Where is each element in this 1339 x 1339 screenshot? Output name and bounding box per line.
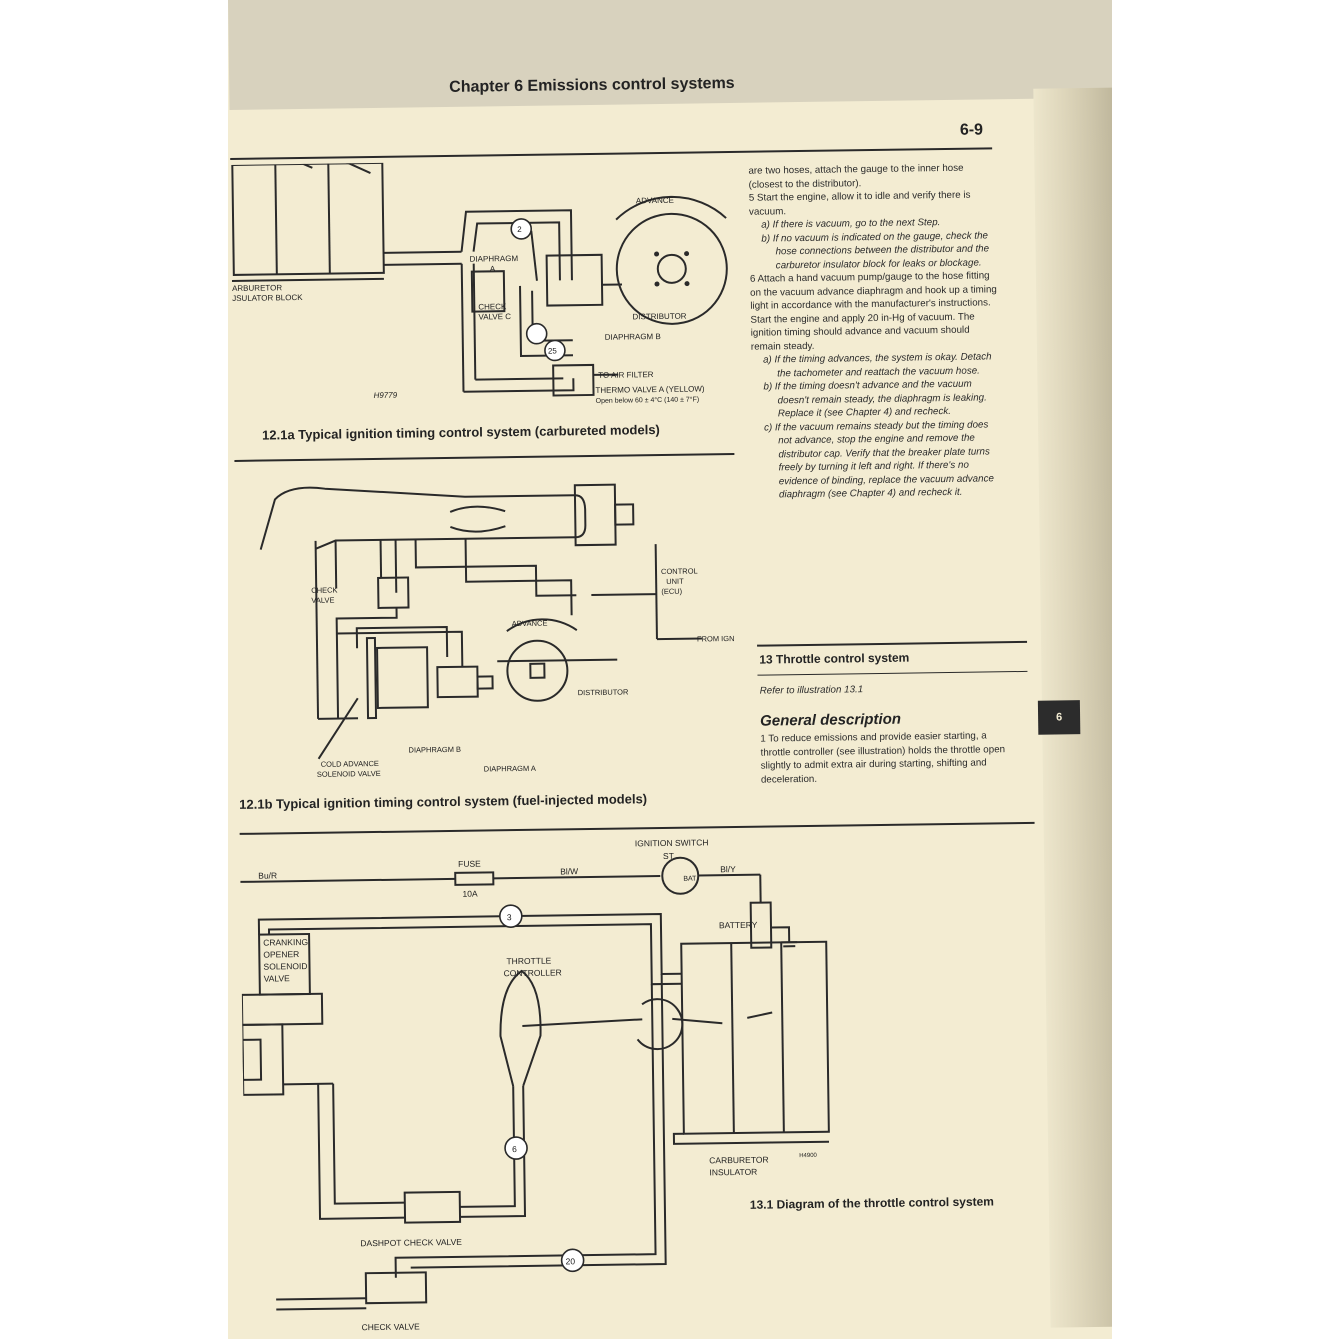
fig-a-diaphragm-a-label: DIAPHRAGM [470, 254, 519, 264]
fig-a-thermo-valve-label: THERMO VALVE A (YELLOW) [595, 384, 705, 395]
figure-a-separator [234, 452, 735, 462]
fig-b-control-unit-label: CONTROL [661, 566, 698, 576]
hose-number-2: 2 [517, 225, 522, 234]
fig-a-air-filter-label: TO AIR FILTER [598, 370, 654, 380]
fig-b-advance-label: ADVANCE [512, 619, 548, 628]
figure-13-1-diagram: 3 6 20 IGNITION SWITCH ST BAT FUSE 10A B… [240, 837, 830, 1332]
fig-a-check-valve-label: CHECK [478, 302, 507, 311]
fig-a-carb-block-label-2: JSULATOR BLOCK [232, 293, 303, 303]
cranking-label-1: CRANKING [263, 937, 308, 948]
fig-b-control-unit-label-3: (ECU) [661, 587, 682, 596]
step-5b: b) If no vacuum is indicated on the gaug… [761, 229, 990, 271]
cranking-label-2: OPENER [263, 949, 299, 960]
right-text-column: are two hoses, attach the gauge to the i… [748, 161, 1003, 502]
check-valve-label: CHECK VALVE [361, 1321, 420, 1332]
fig-b-diaphragm-b-label: DIAPHRAGM B [408, 745, 461, 755]
fig-b-cold-advance-label: COLD ADVANCE [321, 759, 379, 769]
step-6a: a) If the timing advances, the system is… [763, 351, 992, 379]
cranking-label-4: VALVE [264, 973, 291, 983]
carb-insulator-label: CARBURETOR [709, 1155, 768, 1166]
wire-bi-y-label: Bl/Y [720, 864, 736, 874]
fig-a-code: H9779 [373, 391, 397, 400]
fig-a-carb-block-label: ARBURETOR [232, 283, 282, 293]
carb-insulator-label-2: INSULATOR [709, 1167, 757, 1178]
refer-illustration: Refer to illustration 13.1 [759, 684, 864, 697]
fig-b-from-ign-label: FROM IGN 1 [697, 634, 739, 644]
ignition-switch-label: IGNITION SWITCH [635, 837, 709, 848]
chapter-tab-marker: 6 [1037, 700, 1081, 735]
fig-b-diaphragm-a-label: DIAPHRAGM A [484, 764, 536, 774]
section-rule [757, 640, 1028, 647]
fig-b-check-valve-label: CHECK [311, 586, 337, 595]
step-6b: b) If the timing doesn't advance and the… [763, 378, 987, 420]
fuse-rating-label: 10A [462, 889, 478, 899]
paragraph-1: 1 To reduce emissions and provide easier… [760, 730, 1006, 786]
hose-number-25: 25 [548, 346, 558, 355]
dashpot-check-valve-label: DASHPOT CHECK VALVE [360, 1237, 462, 1248]
figure-12-1b-diagram: CHECK VALVE CONTROL UNIT (ECU) ADVANCE F… [259, 483, 739, 779]
fig-b-distributor-label: DISTRIBUTOR [578, 687, 629, 697]
figure-b-separator [239, 821, 1035, 835]
fig-b-check-valve-label-2: VALVE [311, 596, 334, 605]
fig-c-code: H4900 [799, 1153, 817, 1159]
fig-a-diaphragm-a-letter: A [490, 264, 496, 273]
step-6: 6 Attach a hand vacuum pump/gauge to the… [749, 270, 997, 353]
throttle-controller-label: THROTTLE [506, 956, 551, 967]
wire-bi-w-label: Bl/W [560, 866, 578, 876]
fig-a-thermo-valve-spec: Open below 60 ± 4°C (140 ± 7°F) [596, 395, 700, 404]
figure-13-1-caption: 13.1 Diagram of the throttle control sys… [749, 1194, 995, 1212]
photographed-book-page: Chapter 6 Emissions control systems 6-9 [228, 0, 1112, 1339]
fig-b-control-unit-label-2: UNIT [666, 577, 684, 586]
hose-number-3: 3 [507, 912, 512, 922]
fig-a-advance-label: ADVANCE [636, 196, 674, 206]
hose-number-6: 6 [512, 1144, 517, 1154]
figure-12-1b-caption: 12.1b Typical ignition timing control sy… [239, 791, 648, 812]
hose-number-20: 20 [566, 1256, 576, 1266]
ignition-bat-label: BAT [683, 876, 697, 883]
ignition-st-label: ST [663, 851, 674, 861]
paragraph-continued: are two hoses, attach the gauge to the i… [748, 162, 964, 191]
fuse-label: FUSE [458, 859, 481, 869]
figure-12-1a-diagram: 2 25 ADVANCE DIAPHRAGM A CHECK VALVE C D… [231, 158, 728, 405]
throttle-controller-label-2: CONTROLLER [504, 967, 562, 978]
section-title-underline [757, 670, 1028, 676]
step-6c: c) If the vacuum remains steady but the … [763, 418, 994, 501]
page-number: 6-9 [959, 121, 984, 139]
step-5: 5 Start the engine, allow it to idle and… [748, 189, 971, 218]
fig-a-check-valve-label-2: VALVE C [478, 312, 511, 321]
general-description-heading: General description [760, 710, 902, 730]
battery-label: BATTERY [719, 920, 758, 931]
header-rule [230, 147, 993, 160]
cranking-label-3: SOLENOID [263, 961, 307, 972]
fig-a-diaphragm-b-label: DIAPHRAGM B [605, 332, 661, 342]
fig-a-distributor-label: DISTRIBUTOR [632, 312, 686, 322]
manual-page: Chapter 6 Emissions control systems 6-9 [228, 0, 1112, 1339]
fig-b-cold-advance-label-2: SOLENOID VALVE [317, 769, 381, 779]
wire-bu-r-label: Bu/R [258, 870, 277, 880]
section-13-title: 13 Throttle control system [759, 650, 910, 667]
